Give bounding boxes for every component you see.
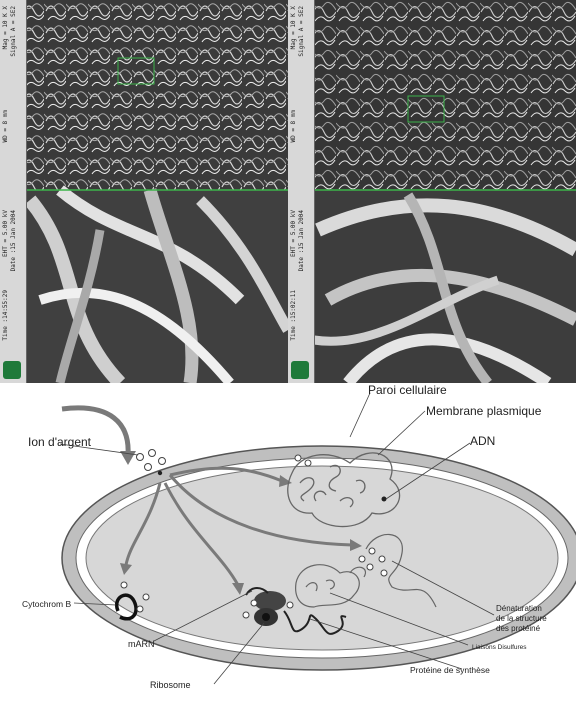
bacteria-diagram-svg: Paroi cellulaire Membrane plasmique Ion … [0, 383, 576, 702]
label-denaturation-2: de la structure [496, 614, 547, 623]
label-ribosome: Ribosome [150, 680, 191, 690]
sem-info-text: Date :15 Jan 2004 [298, 210, 305, 271]
sem-info-text: Date :15 Jan 2004 [10, 210, 17, 271]
zeiss-logo [3, 361, 21, 379]
silver-ions [137, 450, 166, 476]
label-marn: mARN [128, 639, 155, 649]
sem-fiber-texture [288, 0, 576, 383]
sem-image-right: Mag = 10 K X Signal A = SE2 WD = 8 mm EH… [288, 0, 576, 383]
sem-info-bar: Mag = 10 K X Signal A = SE2 WD = 8 mm EH… [288, 0, 315, 383]
sem-info-text: EHT = 5.00 kV [2, 210, 9, 257]
zeiss-logo [291, 361, 309, 379]
sem-info-text: Time :15:02:11 [290, 290, 297, 341]
sem-info-text: EHT = 5.00 kV [290, 210, 297, 257]
sem-image-left: Mag = 10 K X Signal A = SE2 WD = 8 mm EH… [0, 0, 288, 383]
sem-info-bar: Mag = 10 K X Signal A = SE2 WD = 8 mm EH… [0, 0, 27, 383]
sem-info-text: Time :14:55:29 [2, 290, 9, 341]
label-liaisons: Liaisons Disulfures [472, 644, 527, 651]
label-adn: ADN [470, 434, 495, 448]
label-denaturation-1: Dénaturation [496, 604, 542, 613]
sem-info-text: WD = 8 mm [2, 110, 9, 143]
label-proteine: Protéine de synthèse [410, 665, 490, 675]
label-cytochrom: Cytochrom B [22, 599, 71, 609]
label-paroi: Paroi cellulaire [368, 383, 447, 397]
label-membrane: Membrane plasmique [426, 404, 542, 418]
label-ion: Ion d'argent [28, 435, 92, 449]
sem-info-text: Mag = 10 K X [2, 6, 9, 49]
sem-info-text: WD = 8 mm [290, 110, 297, 143]
sem-fiber-texture [0, 0, 288, 383]
bacteria-diagram: Paroi cellulaire Membrane plasmique Ion … [0, 383, 576, 702]
label-denaturation-3: des protéiné [496, 624, 541, 633]
sem-info-text: Signal A = SE2 [10, 6, 17, 57]
sem-info-text: Mag = 10 K X [290, 6, 297, 49]
sem-info-text: Signal A = SE2 [298, 6, 305, 57]
